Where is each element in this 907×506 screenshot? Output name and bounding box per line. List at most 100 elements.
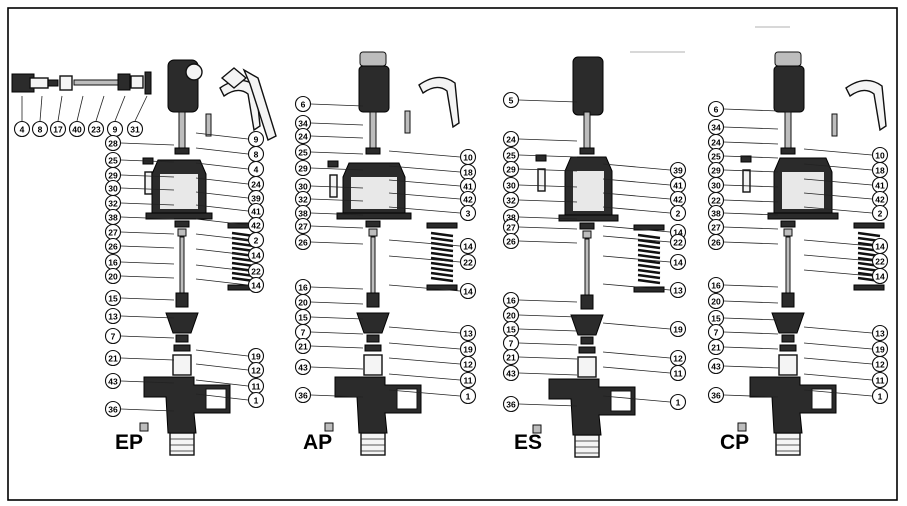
callout-es-39: 39 <box>669 161 687 179</box>
drain-plug <box>139 422 149 432</box>
callout-number: 38 <box>711 209 721 219</box>
callout-number: 26 <box>711 238 721 248</box>
bonnet-flange <box>767 212 839 220</box>
callout-ap-7: 7 <box>294 323 312 341</box>
inlet-thread <box>361 438 385 452</box>
leader-line <box>518 299 578 303</box>
callout-cp-11: 11 <box>871 371 889 389</box>
callout-cp-41: 41 <box>871 176 889 194</box>
callout-number: 22 <box>463 258 473 268</box>
callout-number: 6 <box>301 100 306 110</box>
callout-es-12: 12 <box>669 349 687 367</box>
callout-ap-3: 3 <box>459 204 477 222</box>
callout-es-2: 2 <box>669 204 687 222</box>
callout-es-30: 30 <box>502 176 520 194</box>
callout-ap-11: 11 <box>459 371 477 389</box>
callout-number: 30 <box>506 181 516 191</box>
leader-line <box>803 342 873 350</box>
lever-head <box>774 51 802 67</box>
callout-ap-27: 27 <box>294 217 312 235</box>
callout-ep-40: 40 <box>68 120 86 138</box>
nozzle <box>363 354 383 376</box>
leader-line <box>803 192 873 200</box>
callout-circle <box>871 387 889 405</box>
callout-es-21: 21 <box>502 348 520 366</box>
leader-line <box>310 301 364 305</box>
callout-ap-25: 25 <box>294 143 312 161</box>
leader-line <box>310 198 364 202</box>
callout-cp-7: 7 <box>707 323 725 341</box>
callout-number: 15 <box>506 325 516 335</box>
leader-line <box>602 206 671 214</box>
callout-number: 30 <box>108 184 118 194</box>
guide <box>175 292 189 308</box>
callout-number: 18 <box>463 168 473 178</box>
disc-holder <box>570 314 604 336</box>
spring-coil <box>430 261 454 268</box>
callout-number: 29 <box>298 164 308 174</box>
callout-circle <box>104 327 122 345</box>
spring-coil <box>637 248 661 255</box>
callout-number: 42 <box>673 195 683 205</box>
leader-line <box>723 155 779 159</box>
callout-ap-6: 6 <box>294 95 312 113</box>
lever-head <box>359 51 387 67</box>
leader-line <box>120 142 175 146</box>
spindle-nut <box>174 147 190 155</box>
callout-number: 7 <box>714 328 719 338</box>
callout-number: 15 <box>711 314 721 324</box>
callout-number: 14 <box>875 242 885 252</box>
callout-es-32: 32 <box>502 191 520 209</box>
spring-coil <box>637 278 661 285</box>
cap <box>773 65 805 113</box>
callout-circle <box>31 120 49 138</box>
callout-ap-43: 43 <box>294 358 312 376</box>
callout-number: 7 <box>111 332 116 342</box>
spring-seat <box>426 284 458 291</box>
leader-line <box>195 278 249 286</box>
callout-number: 34 <box>711 123 721 133</box>
callout-cp-26: 26 <box>707 233 725 251</box>
callout-number: 12 <box>463 360 473 370</box>
callout-number: 10 <box>875 151 885 161</box>
callout-es-14: 14 <box>669 253 687 271</box>
disc <box>781 334 795 343</box>
leader-line <box>114 95 126 122</box>
callout-circle <box>459 371 477 389</box>
callout-number: 30 <box>298 182 308 192</box>
callout-ap-18: 18 <box>459 163 477 181</box>
leader-line <box>120 174 175 178</box>
callout-number: 36 <box>711 391 721 401</box>
leader-line <box>602 178 671 186</box>
callout-number: 39 <box>251 194 261 204</box>
callout-number: 11 <box>252 382 261 392</box>
leader-line <box>310 345 364 349</box>
callout-circle <box>669 204 687 222</box>
callout-number: 16 <box>711 281 721 291</box>
callout-number: 43 <box>298 363 308 373</box>
leader-line <box>602 395 671 403</box>
callout-ep-21: 21 <box>104 349 122 367</box>
callout-ap-41: 41 <box>459 177 477 195</box>
callout-ep-38: 38 <box>104 208 122 226</box>
callout-number: 20 <box>506 311 516 321</box>
callout-cp-22: 22 <box>871 252 889 270</box>
leader-line <box>310 225 364 229</box>
callout-circle <box>459 355 477 373</box>
callout-number: 38 <box>506 213 516 223</box>
leader-line <box>602 283 671 291</box>
callout-ep-2: 2 <box>247 231 265 249</box>
leader-line <box>310 103 364 107</box>
callout-cp-36: 36 <box>707 386 725 404</box>
callout-circle <box>502 160 520 178</box>
callout-number: 1 <box>878 392 883 402</box>
inlet <box>360 432 386 456</box>
leader-line <box>602 366 671 374</box>
actuator-part <box>144 71 152 95</box>
spring-coil <box>637 243 661 250</box>
leader-line <box>310 394 364 398</box>
leader-line <box>195 147 249 155</box>
leader-line <box>195 132 249 140</box>
callout-number: 32 <box>108 199 118 209</box>
ring <box>579 222 595 230</box>
